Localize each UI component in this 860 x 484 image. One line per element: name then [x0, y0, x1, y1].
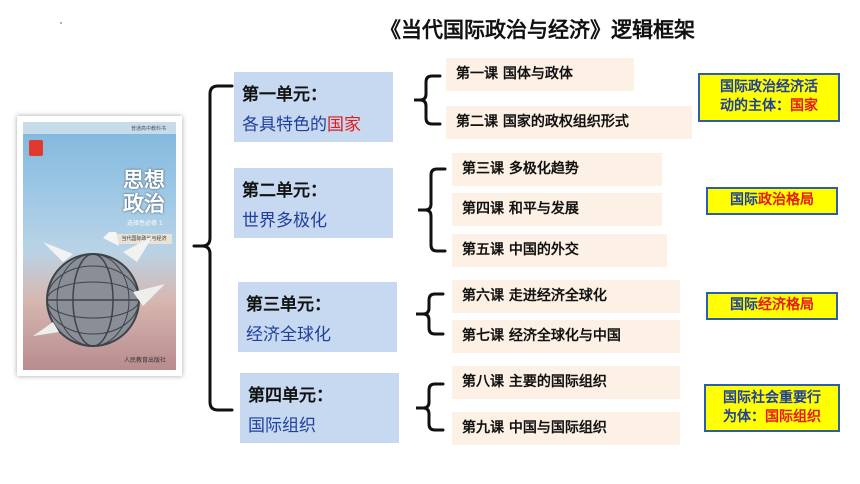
note-box-3: 国际经济格局: [706, 292, 838, 320]
lesson-item: 第八课 主要的国际组织: [452, 366, 680, 399]
unit-label: 第四单元：: [248, 386, 333, 406]
cover-title-line1: 思想: [123, 167, 165, 192]
cover-publisher: 人民教育出版社: [123, 357, 166, 364]
unit2-bracket: [418, 167, 447, 253]
cover-title-line2: 政治: [123, 191, 165, 216]
note-line: 国际社会重要行: [723, 390, 821, 406]
unit-card-3: 第三单元： 经济全球化: [238, 282, 397, 352]
lesson-item: 第六课 走进经济全球化: [452, 280, 680, 313]
cover-subtitle: 选择性必修 1: [127, 220, 163, 227]
main-bracket-upper: [192, 84, 234, 248]
unit-label: 第一单元：: [242, 85, 327, 105]
unit1-bracket: [414, 74, 442, 126]
unit-card-2: 第二单元： 世界多极化: [234, 168, 393, 238]
unit-card-4: 第四单元： 国际组织: [240, 373, 399, 443]
note-line: 国际政治格局: [730, 192, 814, 208]
unit4-bracket: [416, 382, 445, 432]
textbook-cover: 普通高中教科书 思想 政治 选择性必修 1 当代国际政治与经济 人民教育出版社: [17, 116, 182, 376]
unit-name: 各具特色的国家: [242, 115, 361, 135]
cover-art: 普通高中教科书 思想 政治 选择性必修 1 当代国际政治与经济 人民教育出版社: [23, 122, 176, 370]
stray-dot: [60, 22, 62, 24]
page-title: 《当代国际政治与经济》逻辑框架: [380, 18, 695, 42]
lesson-item: 第五课 中国的外交: [452, 234, 667, 267]
unit3-bracket: [416, 292, 445, 336]
cover-top-band: [23, 122, 176, 134]
note-line: 为体：国际组织: [723, 409, 821, 425]
unit-label: 第二单元：: [242, 181, 327, 201]
main-bracket-lower: [200, 244, 234, 412]
unit-name: 国际组织: [248, 416, 316, 436]
lesson-item: 第七课 经济全球化与中国: [452, 320, 680, 353]
unit-card-1: 第一单元： 各具特色的国家: [234, 72, 393, 142]
note-box-2: 国际政治格局: [706, 187, 838, 215]
cover-title: 思想 政治: [123, 168, 169, 216]
cover-badge-icon: [29, 140, 43, 156]
lesson-item: 第三课 多极化趋势: [452, 153, 662, 186]
cover-subtitle-band: 当代国际政治与经济: [116, 234, 172, 244]
lesson-item: 第四课 和平与发展: [452, 193, 662, 226]
lesson-item: 第九课 中国与国际组织: [452, 412, 680, 445]
unit-name: 世界多极化: [242, 211, 327, 231]
note-box-4: 国际社会重要行 为体：国际组织: [704, 384, 840, 432]
globe-icon: [33, 232, 165, 347]
note-box-1: 国际政治经济活 动的主体：国家: [698, 73, 840, 122]
note-line: 动的主体：国家: [720, 98, 818, 114]
lesson-item: 第二课 国家的政权组织形式: [446, 106, 692, 139]
unit-name: 经济全球化: [246, 325, 331, 345]
note-line: 国际经济格局: [730, 297, 814, 313]
note-line: 国际政治经济活: [720, 79, 818, 95]
unit-label: 第三单元：: [246, 295, 331, 315]
lesson-item: 第一课 国体与政体: [446, 58, 634, 91]
cover-series: 普通高中教科书: [130, 126, 166, 132]
